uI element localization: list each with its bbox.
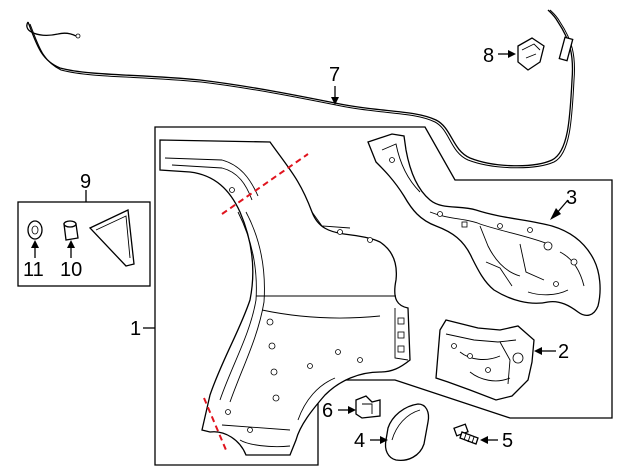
hinge-bracket[interactable] xyxy=(355,395,381,419)
callout-3: 3 xyxy=(566,187,577,209)
kit-box xyxy=(17,201,151,287)
fuel-door[interactable] xyxy=(384,403,430,462)
trim-piece[interactable] xyxy=(88,209,135,267)
leader-lines xyxy=(31,50,569,444)
washer[interactable] xyxy=(27,220,43,240)
callout-4: 4 xyxy=(354,430,365,452)
callout-9: 9 xyxy=(80,171,91,193)
cable-clip[interactable] xyxy=(517,37,545,71)
callout-11: 11 xyxy=(23,259,44,281)
assembly-boundary xyxy=(154,126,613,466)
callout-2: 2 xyxy=(558,341,569,363)
grommet[interactable] xyxy=(63,220,79,241)
callout-1: 1 xyxy=(130,318,141,340)
callout-8: 8 xyxy=(483,45,494,67)
callout-6: 6 xyxy=(322,400,333,422)
callout-10: 10 xyxy=(60,259,82,281)
wheelhouse-section[interactable] xyxy=(435,319,535,401)
callout-7: 7 xyxy=(329,64,340,86)
inner-panel[interactable] xyxy=(367,133,601,317)
cut-line-upper xyxy=(221,153,309,215)
release-cable[interactable] xyxy=(26,9,575,169)
callout-5: 5 xyxy=(502,430,513,452)
bolt[interactable] xyxy=(453,423,479,445)
